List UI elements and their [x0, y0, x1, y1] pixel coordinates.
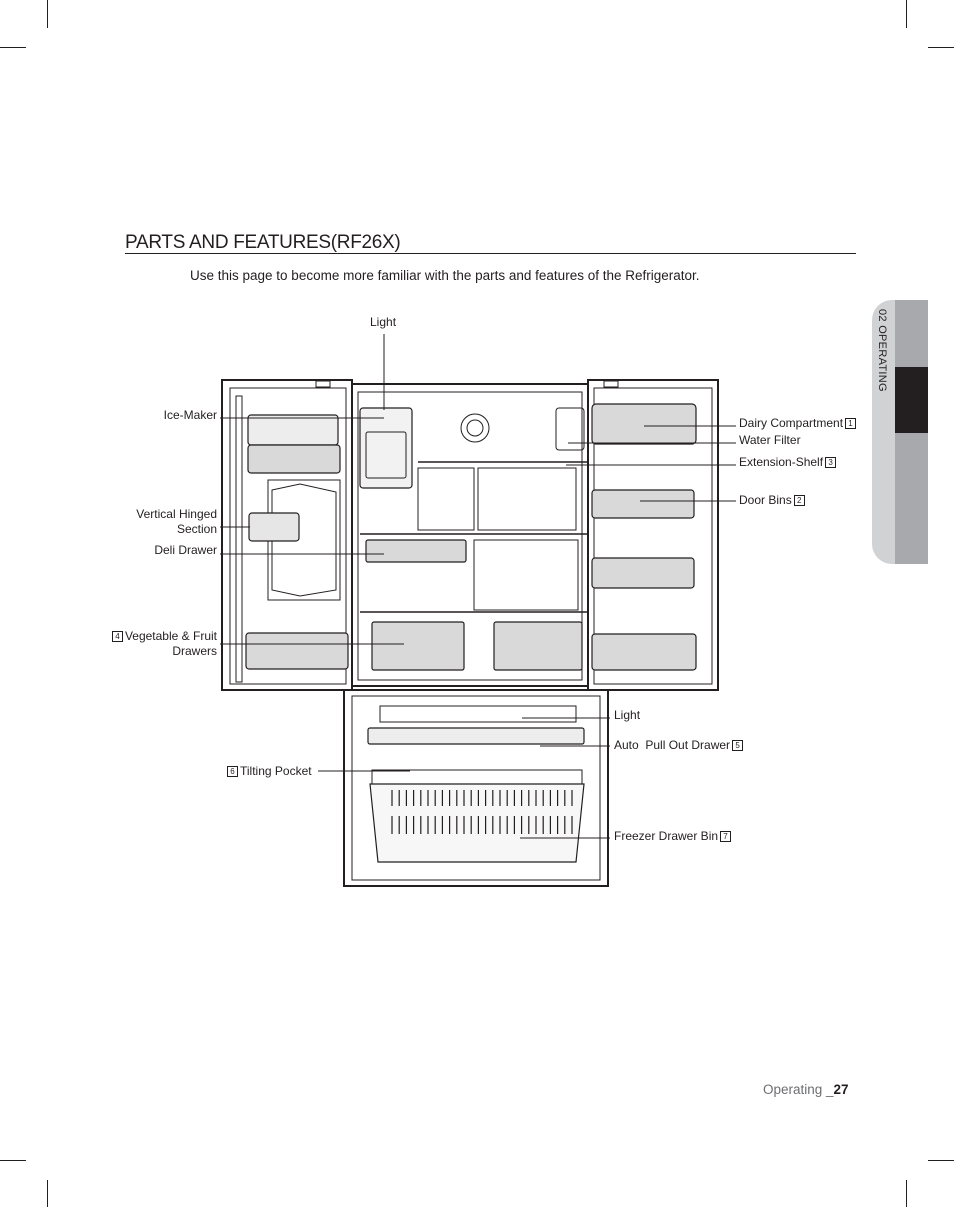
crop-mark	[906, 1180, 907, 1207]
label-deli-drawer: Deli Drawer	[154, 543, 217, 557]
callout-number: 6	[227, 766, 238, 777]
fridge-cabinet	[351, 383, 589, 687]
label-water-filter: Water Filter	[739, 433, 801, 447]
callout-number: 2	[793, 495, 805, 506]
page-number: 27	[833, 1082, 849, 1097]
callout-number: 4	[111, 631, 123, 642]
footer-label: Operating _	[763, 1082, 834, 1097]
intro-text: Use this page to become more familiar wi…	[190, 268, 700, 283]
label-ice-maker: Ice-Maker	[163, 408, 217, 422]
label-vertical-hinged-line2: Section	[176, 522, 217, 536]
label-vertical-hinged: Vertical Hinged Section	[100, 507, 217, 537]
label-tilting-text: Tilting Pocket	[240, 764, 312, 778]
crop-mark	[928, 1160, 954, 1161]
callout-number: 5	[732, 740, 744, 751]
crop-mark	[47, 0, 48, 28]
crop-mark	[928, 47, 954, 48]
callout-number: 3	[825, 457, 837, 468]
label-vertical-hinged-line1: Vertical Hinged	[136, 507, 217, 521]
callout-number: 7	[720, 831, 732, 842]
label-veg-line2: Drawers	[172, 644, 217, 658]
chapter-tab-label: 02 OPERATING	[876, 309, 888, 392]
label-freezer-bin-text: Freezer Drawer Bin	[614, 829, 719, 843]
label-extension-text: Extension-Shelf	[739, 455, 824, 469]
label-door-bins-text: Door Bins	[739, 493, 792, 507]
page-footer: Operating _27	[763, 1082, 849, 1097]
label-veg-line1: Vegetable & Fruit	[124, 629, 217, 643]
freezer-section	[343, 689, 609, 887]
title-rule	[125, 253, 856, 254]
crop-mark	[0, 1160, 26, 1161]
right-door	[587, 379, 719, 691]
page-title: PARTS AND FEATURES(RF26X)	[125, 232, 401, 253]
label-dairy-text: Dairy Compartment	[739, 416, 844, 430]
crop-mark	[906, 0, 907, 28]
crop-mark	[47, 1180, 48, 1207]
label-light-top: Light	[370, 315, 397, 329]
callout-number: 1	[845, 418, 857, 429]
chapter-tab-marker	[895, 367, 928, 433]
label-light-freezer: Light	[614, 708, 641, 722]
crop-mark	[0, 47, 26, 48]
label-auto-pull-text: Auto Pull Out Drawer	[614, 738, 731, 752]
